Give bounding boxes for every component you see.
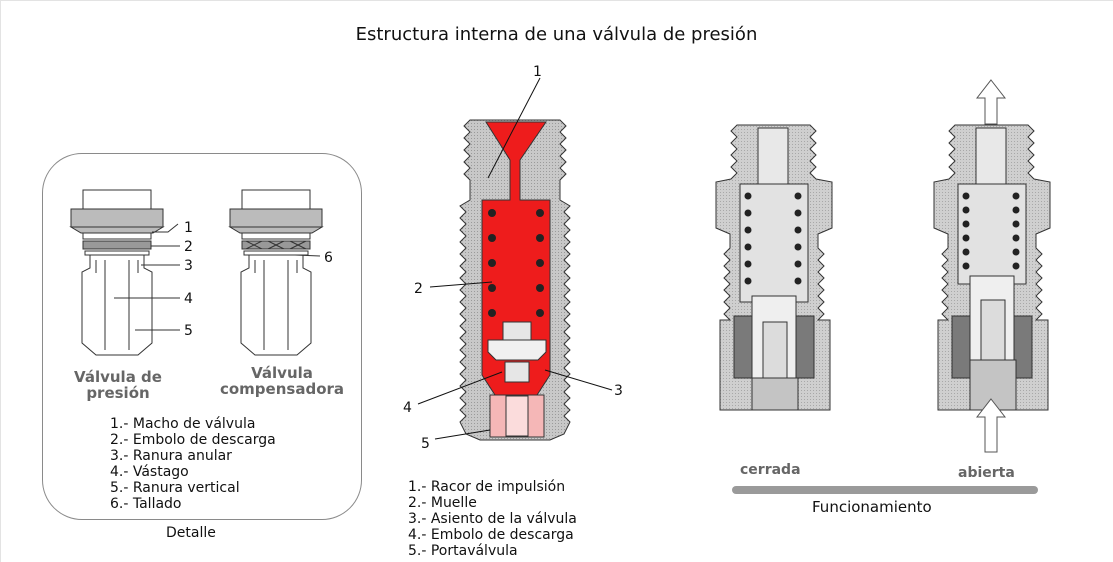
compensating-valve-label-line1: Válvula bbox=[251, 364, 313, 382]
section-legend-item: 3.- Asiento de la válvula bbox=[408, 511, 577, 527]
pressure-valve-label: Válvula de presión bbox=[62, 369, 174, 401]
compensating-valve-label-line2: compensadora bbox=[219, 380, 345, 398]
compensating-valve-label: Válvula compensadora bbox=[218, 365, 346, 397]
section-spring-coils bbox=[488, 209, 544, 317]
section-legend-item: 1.- Racor de impulsión bbox=[408, 479, 566, 495]
inflow-arrow-icon bbox=[975, 398, 1007, 453]
closed-label: cerrada bbox=[740, 462, 801, 478]
section-num-1: 1 bbox=[533, 64, 542, 80]
detail-legend: 1.- Macho de válvula 2.- Embolo de desca… bbox=[110, 416, 276, 512]
detail-legend-item: 1.- Macho de válvula bbox=[110, 416, 256, 432]
detail-caption: Detalle bbox=[166, 525, 216, 541]
operation-bar bbox=[732, 486, 1038, 494]
compensating-valve-drawing bbox=[228, 189, 324, 356]
section-piston bbox=[487, 321, 547, 383]
open-valve-spring bbox=[962, 192, 1020, 270]
pressure-valve-drawing bbox=[69, 189, 165, 356]
section-legend-item: 2.- Muelle bbox=[408, 495, 477, 511]
section-num-2: 2 bbox=[414, 281, 423, 297]
detail-num-1: 1 bbox=[184, 220, 193, 236]
detail-num-2: 2 bbox=[184, 239, 193, 255]
page-title: Estructura interna de una válvula de pre… bbox=[355, 24, 758, 45]
detail-num-4: 4 bbox=[184, 291, 193, 307]
detail-legend-item: 3.- Ranura anular bbox=[110, 448, 232, 464]
section-num-3: 3 bbox=[614, 383, 623, 399]
pressure-valve-label-line2: presión bbox=[86, 384, 150, 402]
section-num-5: 5 bbox=[421, 436, 430, 452]
section-legend-item: 4.- Embolo de descarga bbox=[408, 527, 574, 543]
detail-num-6: 6 bbox=[324, 250, 333, 266]
closed-valve-drawing bbox=[715, 124, 833, 411]
open-label: abierta bbox=[958, 465, 1015, 481]
outflow-arrow-icon bbox=[975, 79, 1007, 125]
detail-legend-item: 2.- Embolo de descarga bbox=[110, 432, 276, 448]
section-legend-item: 5.- Portaválvula bbox=[408, 543, 518, 559]
closed-valve-spring bbox=[744, 192, 802, 285]
detail-legend-item: 6.- Tallado bbox=[110, 496, 182, 512]
pressure-valve-label-line1: Válvula de bbox=[74, 368, 162, 386]
operation-caption: Funcionamiento bbox=[812, 498, 932, 516]
open-valve-drawing bbox=[933, 124, 1051, 411]
detail-leaders bbox=[114, 223, 321, 331]
section-legend: 1.- Racor de impulsión 2.- Muelle 3.- As… bbox=[408, 479, 577, 559]
detail-legend-item: 5.- Ranura vertical bbox=[110, 480, 240, 496]
section-num-4: 4 bbox=[403, 400, 412, 416]
detail-num-3: 3 bbox=[184, 258, 193, 274]
section-holder bbox=[489, 394, 545, 438]
detail-num-5: 5 bbox=[184, 323, 193, 339]
detail-legend-item: 4.- Vástago bbox=[110, 464, 189, 480]
section-leaders bbox=[417, 77, 613, 440]
